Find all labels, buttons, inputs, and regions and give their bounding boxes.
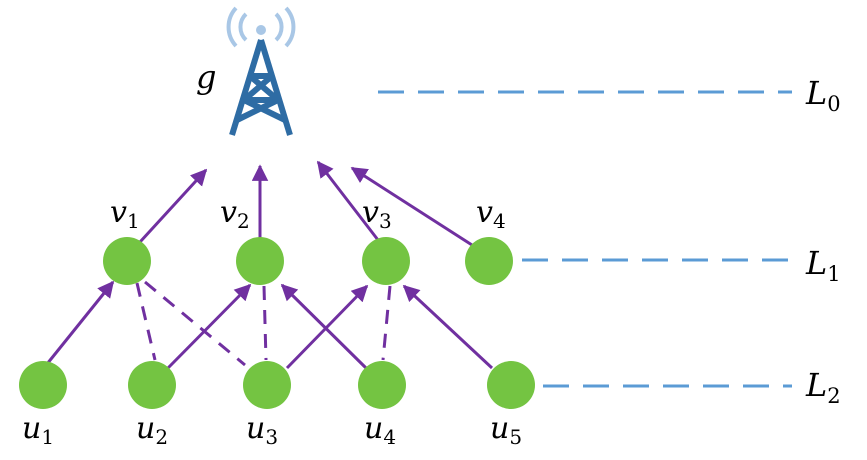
edge-u1-v1 — [45, 280, 115, 365]
node-label-v1: v1 — [110, 195, 140, 233]
node-u1 — [19, 361, 67, 409]
node-label-v2: v2 — [220, 195, 250, 233]
node-u4 — [358, 361, 406, 409]
node-u5 — [487, 361, 535, 409]
interference-v2-u3 — [262, 285, 268, 361]
tower-label: g — [196, 58, 216, 96]
level-label-L1: L1 — [805, 244, 841, 286]
node-label-u3: u3 — [246, 411, 278, 449]
edge-u2-v2 — [166, 283, 252, 370]
edge-v3-g — [316, 160, 380, 241]
edge-v4-g — [350, 166, 473, 247]
node-label-u2: u2 — [136, 411, 168, 449]
node-label-u1: u1 — [22, 411, 54, 449]
node-v3 — [362, 237, 410, 285]
node-label-v4: v4 — [476, 195, 506, 233]
edge-u3-v3 — [285, 284, 369, 370]
node-u2 — [128, 361, 176, 409]
edge-u5-v3 — [402, 284, 494, 370]
node-v2 — [236, 237, 284, 285]
node-label-u4: u4 — [364, 411, 396, 449]
interference-v3-u4 — [381, 285, 392, 361]
level-label-L2: L2 — [805, 366, 841, 408]
level-label-L0: L0 — [805, 74, 841, 116]
interference-v1-u2 — [135, 282, 157, 361]
interference-v1-u3 — [144, 280, 246, 367]
node-u3 — [243, 361, 291, 409]
node-v1 — [103, 237, 151, 285]
cell-tower-icon — [226, 6, 296, 136]
node-v4 — [465, 237, 513, 285]
edge-v1-g — [138, 168, 208, 244]
node-label-u5: u5 — [490, 411, 522, 449]
edge-u4-v2 — [280, 283, 368, 370]
node-label-v3: v3 — [362, 195, 392, 233]
